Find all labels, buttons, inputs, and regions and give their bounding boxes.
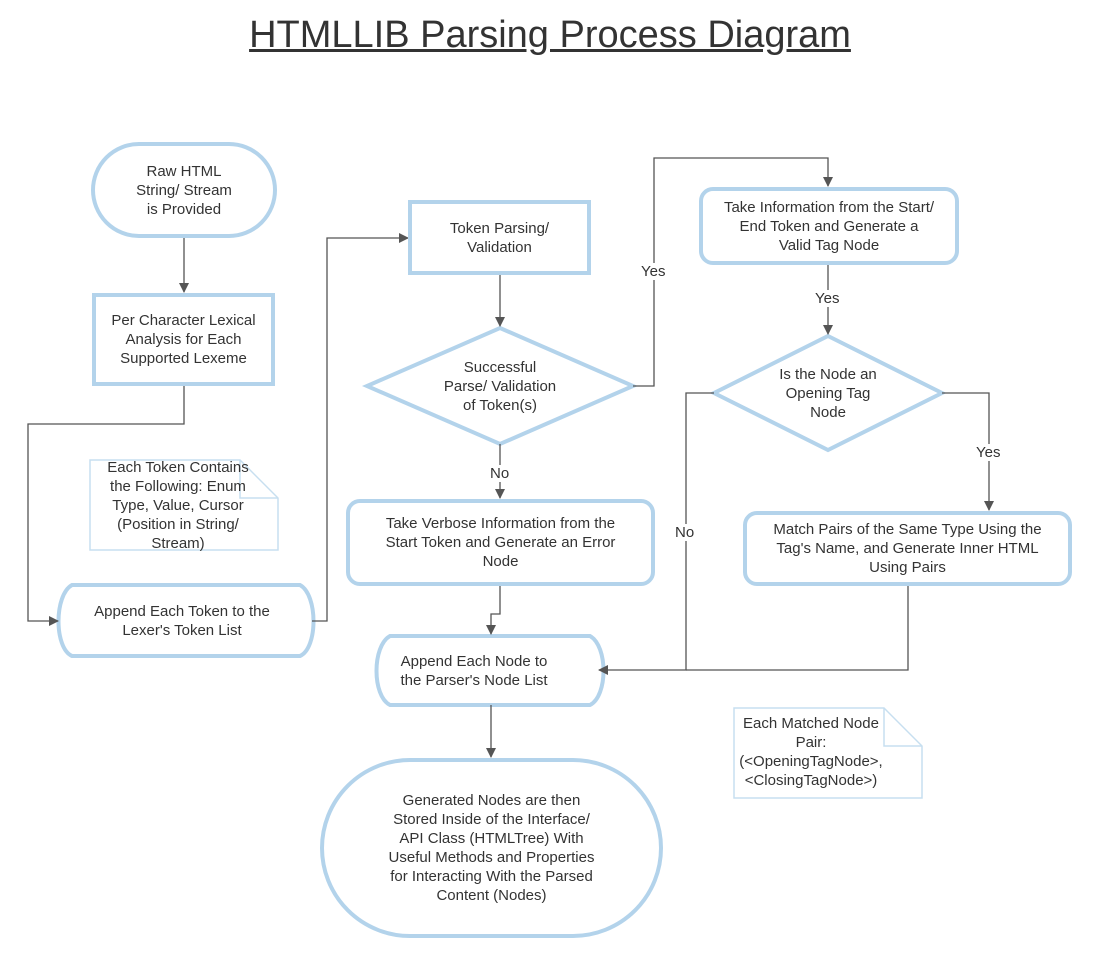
token-parsing-node: Token Parsing/ Validation xyxy=(408,200,591,275)
lexical-analysis-node: Per Character Lexical Analysis for Each … xyxy=(92,293,275,386)
token-note-fold xyxy=(239,460,278,499)
edge-successful-yes xyxy=(633,157,833,387)
edge-append-token-to-parsing xyxy=(312,233,409,622)
successful-parse-label: Successful Parse/ Validation of Token(s) xyxy=(443,358,557,414)
match-pairs-node: Match Pairs of the Same Type Using the T… xyxy=(743,511,1072,586)
diagram-title: HTMLLIB Parsing Process Diagram xyxy=(249,14,851,56)
is-opening-tag-label: Is the Node an Opening Tag Node xyxy=(779,365,877,421)
edge-label-no-opening: No xyxy=(673,524,697,541)
token-note-shape xyxy=(89,459,279,551)
append-node-document-shape xyxy=(374,634,606,707)
take-info-node: Take Information from the Start/ End Tok… xyxy=(699,187,959,265)
raw-html-node: Raw HTML String/ Stream is Provided xyxy=(91,142,277,238)
edge-label-yes-opening: Yes xyxy=(974,444,1003,461)
pair-note-shape xyxy=(733,707,923,799)
edge-lexical-to-append-token xyxy=(27,386,185,626)
edge-label-yes-take-info: Yes xyxy=(813,290,842,307)
append-node-label: Append Each Node to the Parser's Node Li… xyxy=(400,653,548,689)
pair-note-text: Each Matched Node Pair: (<OpeningTagNode… xyxy=(739,715,883,789)
generated-nodes-node: Generated Nodes are then Stored Inside o… xyxy=(320,758,663,938)
pair-note-fold xyxy=(883,708,922,747)
edge-verbose-to-append-node xyxy=(486,586,501,635)
edge-is-opening-yes xyxy=(942,392,994,511)
append-token-label: Append Each Token to the Lexer's Token L… xyxy=(94,603,270,639)
append-token-document-shape xyxy=(56,583,316,658)
edge-match-to-append-node xyxy=(686,586,909,671)
verbose-error-node: Take Verbose Information from the Start … xyxy=(346,499,655,586)
token-note-text: Each Token Contains the Following: Enum … xyxy=(107,458,249,552)
edge-label-yes-successful: Yes xyxy=(639,263,668,280)
is-opening-tag-diamond xyxy=(709,333,947,453)
edge-label-no-successful: No xyxy=(488,465,512,482)
